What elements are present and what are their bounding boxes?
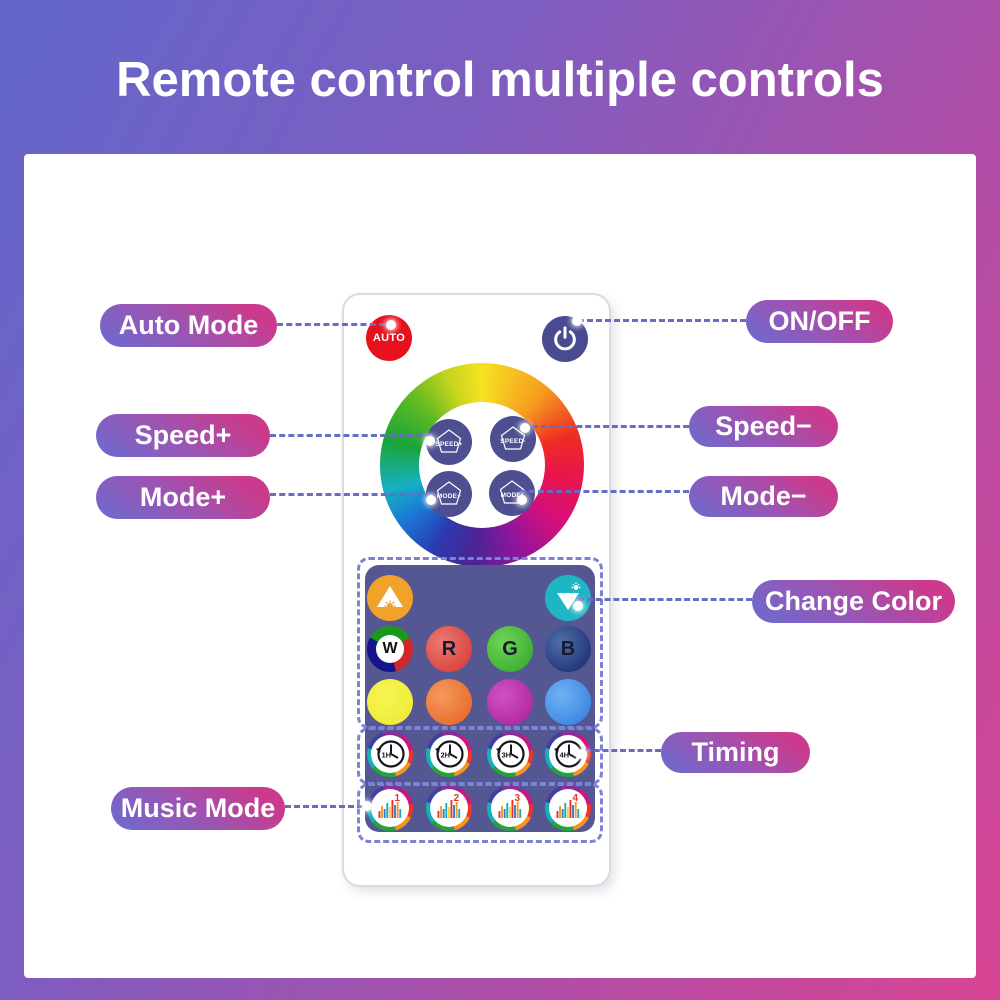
white-color-label: W (382, 640, 398, 657)
callout-auto-mode: Auto Mode (100, 304, 277, 347)
pentagon-icon (499, 480, 525, 504)
timer-1h-label: 1H (382, 751, 392, 760)
endpoint-dot-power (572, 316, 582, 326)
pentagon-icon (500, 426, 526, 450)
remote-control: AUTO SPEED+ SPEED- MODE+ MODE- (342, 293, 611, 887)
connector-speed-plus (270, 434, 432, 437)
mode-minus-label: MODE- (500, 492, 524, 499)
red-color-button[interactable]: R (426, 626, 472, 672)
timer-3h-button[interactable]: 3H (487, 731, 533, 777)
timer-3h-label: 3H (502, 751, 512, 760)
callout-timing: Timing (661, 732, 810, 773)
music-mode-4-button[interactable]: 4 (545, 785, 591, 831)
white-color-button-center: W (376, 635, 404, 663)
endpoint-dot-auto (386, 320, 396, 330)
timing-group-outline (357, 727, 603, 785)
color-wheel[interactable] (380, 363, 584, 567)
music-1-label: 1 (395, 793, 401, 804)
endpoint-dot-music (362, 801, 372, 811)
mode-minus-button[interactable]: MODE- (489, 470, 535, 516)
endpoint-dot-mode-minus (517, 495, 527, 505)
connector-music-mode (285, 805, 372, 808)
connector-speed-minus (523, 425, 689, 428)
endpoint-dot-timing (577, 749, 587, 759)
endpoint-dot-speed-plus (425, 436, 435, 446)
timer-4h-label: 4H (560, 751, 570, 760)
mode-plus-button[interactable]: MODE+ (426, 471, 472, 517)
music-mode-3-button[interactable]: 3 (487, 785, 533, 831)
equalizer-icon: 3 (498, 793, 522, 818)
page-title: Remote control multiple controls (116, 53, 884, 107)
equalizer-icon: 4 (556, 793, 580, 818)
equalizer-icon: 2 (437, 793, 461, 818)
connector-mode-plus (270, 493, 433, 496)
equalizer-icon: 1 (378, 793, 402, 818)
speed-minus-label: SPEED- (500, 438, 526, 445)
connector-change-color (578, 598, 752, 601)
auto-button-label: AUTO (372, 332, 406, 344)
connector-auto-mode (277, 323, 385, 326)
blue-color-label: B (560, 637, 576, 660)
timer-2h-button[interactable]: 2H (426, 731, 472, 777)
clock-icon: 1H (376, 740, 405, 768)
blue-color-button[interactable]: B (545, 626, 591, 672)
callout-speed-plus: Speed+ (96, 414, 270, 457)
timer-1h-button[interactable]: 1H (367, 731, 413, 777)
connector-on-off (578, 319, 746, 322)
button-panel: W R G B 1H (365, 565, 595, 832)
change-color-group-outline (357, 557, 603, 729)
speed-minus-button[interactable]: SPEED- (490, 416, 536, 462)
music-3-label: 3 (515, 793, 521, 804)
callout-on-off: ON/OFF (746, 300, 893, 343)
endpoint-dot-speed-minus (520, 423, 530, 433)
endpoint-dot-change-color (573, 601, 583, 611)
callout-mode-minus: Mode− (689, 476, 838, 517)
connector-mode-minus (520, 490, 689, 493)
yellow-color-button[interactable] (367, 679, 413, 725)
speed-plus-label: SPEED+ (435, 441, 463, 448)
timer-2h-label: 2H (441, 751, 451, 760)
callout-change-color: Change Color (752, 580, 955, 623)
brightness-down-icon (557, 582, 581, 610)
green-color-button[interactable]: G (487, 626, 533, 672)
connector-timing (585, 749, 661, 752)
green-color-label: G (502, 637, 518, 660)
music-2-label: 2 (454, 793, 460, 804)
music-group-outline (357, 783, 603, 843)
mode-plus-label: MODE+ (436, 493, 462, 500)
magenta-color-button[interactable] (487, 679, 533, 725)
callout-speed-minus: Speed− (689, 406, 838, 447)
pentagon-icon (436, 481, 462, 505)
white-color-button[interactable]: W (367, 626, 413, 672)
music-mode-1-button[interactable]: 1 (367, 785, 413, 831)
brightness-up-button[interactable] (367, 575, 413, 621)
red-color-label: R (441, 637, 457, 660)
clock-icon: 3H (496, 740, 525, 768)
music-mode-2-button[interactable]: 2 (426, 785, 472, 831)
power-icon (554, 326, 576, 351)
brightness-up-icon (377, 586, 403, 612)
callout-music-mode: Music Mode (111, 787, 285, 830)
endpoint-dot-mode-plus (426, 495, 436, 505)
callout-mode-plus: Mode+ (96, 476, 270, 519)
clock-icon: 2H (435, 740, 464, 768)
orange-color-button[interactable] (426, 679, 472, 725)
music-4-label: 4 (573, 793, 579, 804)
pentagon-icon (436, 429, 462, 453)
lightblue-color-button[interactable] (545, 679, 591, 725)
